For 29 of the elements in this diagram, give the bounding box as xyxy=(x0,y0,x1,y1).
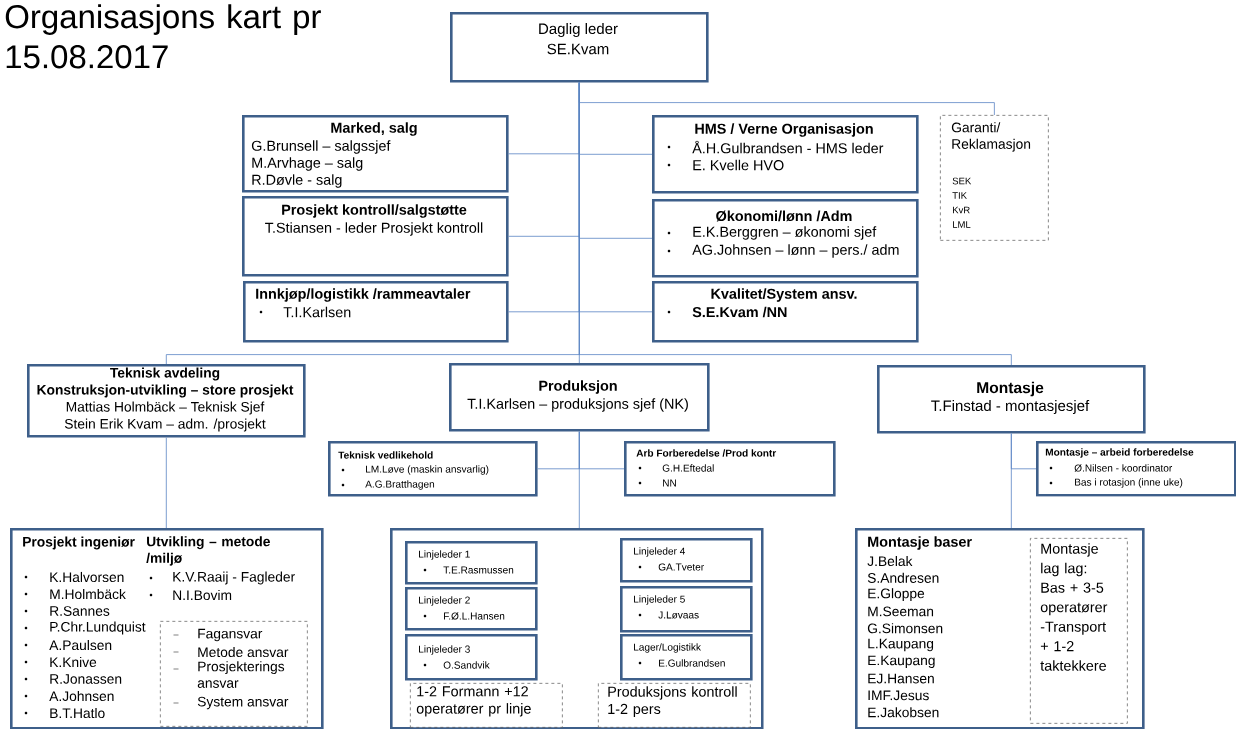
connector-line xyxy=(578,82,1012,366)
department-box: Marked, salg G.Brunsell – salgssjef M.Arvhage – salg R.Døvle - salg xyxy=(242,115,509,193)
department-box: Linjeleder 2 F.Ø.L.Hansen xyxy=(405,587,538,631)
department-box: Daglig leder SE.Kvam xyxy=(450,12,709,83)
department-box: Montasje T.Finstad - montasjesjef xyxy=(877,365,1146,434)
department-box: Arb Forberedelse /Prod kontr G.H.Eftedal NN xyxy=(624,441,836,497)
department-box: Lager/Logistikk E.Gulbrandsen xyxy=(620,634,753,681)
department-box: Teknisk avdeling Konstruksjon-utvikling – store prosjekt Mattias Holmbäck – Teknisk Sjef Stein Erik Kvam – adm. /prosjekt xyxy=(27,364,306,438)
connector-line xyxy=(1010,433,1012,529)
department-box: Linjeleder 5 J.Løvaas xyxy=(620,586,753,633)
dashed-note-box: 1-2 Formann +12 operatører pr linje xyxy=(410,683,563,728)
department-box: Montasje – arbeid forberedelse Ø.Nilsen - koordinator Bas i rotasjon (inne uke) xyxy=(1036,441,1236,497)
department-box: Linjeleder 1 T.E.Rasmussen xyxy=(405,541,538,585)
department-box: Økonomi/lønn /Adm E.K.Berggren – økonomi sjef AG.Johnsen – lønn – pers./ adm xyxy=(652,199,919,278)
title: Organisasjons kart pr 15.08.2017 xyxy=(5,4,321,69)
department-box: Linjeleder 4 GA.Tveter xyxy=(620,538,753,583)
dashed-note-box: Montasje lag lag: Bas + 3-5 operatører -Transport + 1-2 taktekkere xyxy=(1030,538,1128,724)
department-box: Prosjekt kontroll/salgstøtte T.Stiansen - leder Prosjekt kontroll xyxy=(242,196,509,277)
department-box: Teknisk vedlikehold LM.Løve (maskin ansvarlig) A.G.Bratthagen xyxy=(328,441,538,497)
dashed-note-box: Produksjons kontroll 1-2 pers xyxy=(598,683,751,728)
dashed-note-box: Fagansvar Metode ansvar Prosjekterings ansvar System ansvar xyxy=(160,621,308,727)
department-box: Kvalitet/System ansv. S.E.Kvam /NN xyxy=(652,281,919,343)
department-box: Linjeleder 3 O.Sandvik xyxy=(405,634,538,681)
department-box: Innkjøp/logistikk /rammeavtaler T.I.Karlsen xyxy=(243,281,509,343)
connector-line xyxy=(165,437,167,529)
dashed-note-box: Garanti/ Reklamasjon SEK TIK KvR LML xyxy=(940,115,1049,241)
department-box: Produksjon T.I.Karlsen – produksjons sjef (NK) xyxy=(449,363,710,432)
connector-line xyxy=(578,431,580,529)
department-box: HMS / Verne Organisasjon Å.H.Gulbrandsen - HMS leder E. Kvelle HVO xyxy=(652,115,919,194)
